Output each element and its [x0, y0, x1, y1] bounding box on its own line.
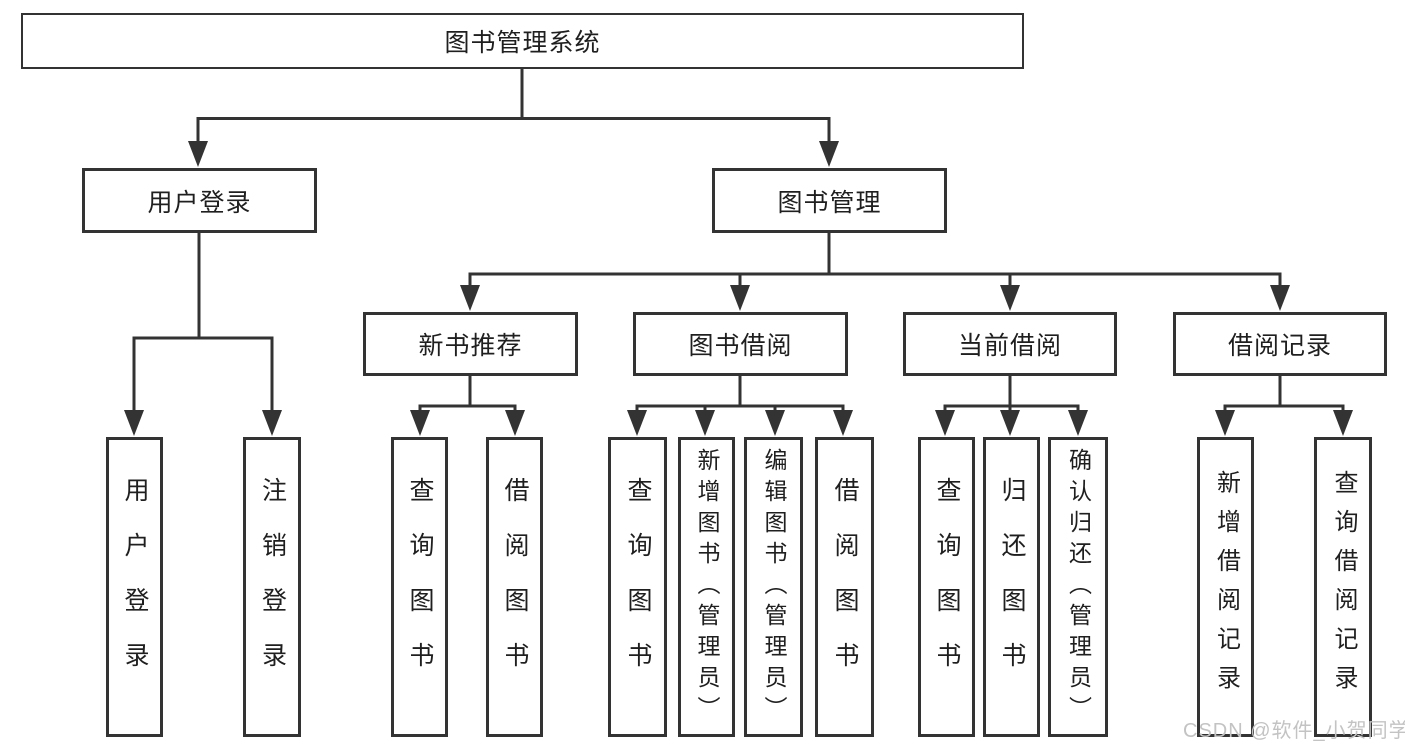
node-label: 新增图书（管理员）: [694, 447, 720, 727]
node-label: 用户登录: [147, 188, 252, 217]
node-label: 查询图书: [624, 477, 652, 697]
node-label: 新增借阅记录: [1212, 470, 1240, 704]
leaf-query-borrow-record: 查询借阅记录: [1314, 437, 1372, 737]
node-new-book-recommend: 新书推荐: [363, 312, 578, 376]
node-label: 新书推荐: [418, 332, 523, 360]
node-current-borrow: 当前借阅: [903, 312, 1117, 376]
leaf-query-books-borrow: 查询图书: [608, 437, 667, 737]
node-label: 图书管理系统: [444, 29, 601, 57]
node-label: 查询借阅记录: [1330, 470, 1357, 704]
leaf-query-books-recommend: 查询图书: [391, 437, 448, 737]
node-label: 图书管理: [777, 188, 882, 217]
leaf-add-borrow-record: 新增借阅记录: [1197, 437, 1254, 737]
node-label: 归还图书: [998, 477, 1026, 697]
leaf-borrow-books-recommend: 借阅图书: [486, 437, 543, 737]
node-label: 图书借阅: [688, 332, 793, 360]
arrowheads: [124, 141, 1353, 436]
leaf-logout: 注销登录: [243, 437, 301, 737]
node-borrow-records: 借阅记录: [1173, 312, 1387, 376]
node-book-borrow: 图书借阅: [633, 312, 848, 376]
node-label: 注销登录: [258, 477, 287, 697]
node-label: 当前借阅: [957, 332, 1062, 360]
leaf-return-books: 归还图书: [983, 437, 1040, 737]
node-label: 确认归还（管理员）: [1065, 447, 1092, 727]
node-label: 用户登录: [121, 477, 149, 697]
node-label: 借阅图书: [831, 477, 859, 697]
csdn-watermark: CSDN @软件_小贺同学: [1183, 720, 1405, 742]
node-label: 编辑图书（管理员）: [761, 447, 787, 727]
node-label: 借阅记录: [1227, 332, 1332, 360]
leaf-query-books-current: 查询图书: [918, 437, 975, 737]
leaf-user-login: 用户登录: [106, 437, 163, 737]
leaf-edit-books-admin: 编辑图书（管理员）: [744, 437, 803, 737]
leaf-confirm-return-admin: 确认归还（管理员）: [1048, 437, 1108, 737]
node-user-login: 用户登录: [82, 168, 317, 233]
node-label: 查询图书: [933, 477, 961, 697]
leaf-add-books-admin: 新增图书（管理员）: [678, 437, 735, 737]
node-book-management: 图书管理: [712, 168, 947, 233]
leaf-borrow-books: 借阅图书: [815, 437, 874, 737]
node-label: 借阅图书: [501, 477, 529, 697]
node-label: 查询图书: [406, 477, 434, 697]
node-library-management-system: 图书管理系统: [21, 13, 1024, 69]
